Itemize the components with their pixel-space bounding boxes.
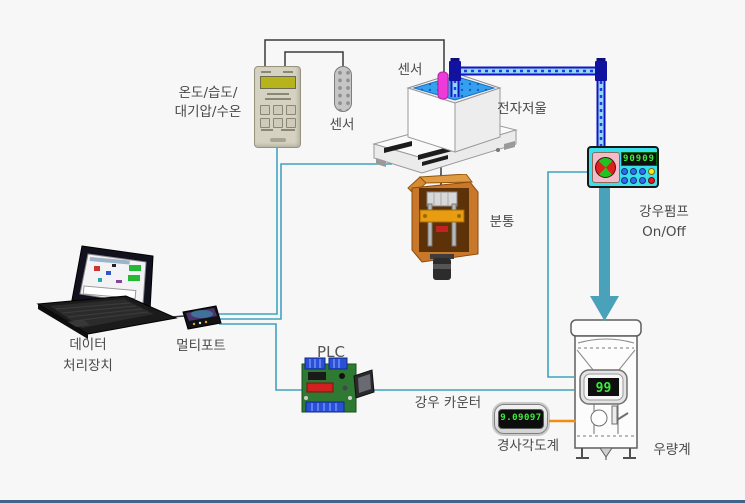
- spraybox-flap-back: [418, 174, 473, 184]
- laptop-illustration: [36, 245, 178, 339]
- laptop-label: 데이터 처리장치: [49, 335, 127, 377]
- plc-capacitor-2: [342, 385, 348, 391]
- pump-label: 강우펌프 On/Off: [630, 202, 698, 242]
- pump-controller-display: 90909: [621, 152, 657, 166]
- plc-serial-face: [358, 374, 371, 393]
- raingauge-inner-rim: [577, 338, 635, 344]
- plc-terminal-blocks: [304, 357, 348, 413]
- raingauge-tipping-bucket: [590, 404, 629, 434]
- raingauge-display-value: 99: [596, 381, 612, 396]
- sensor-cable-tank-probe: [264, 39, 445, 80]
- data-line-scale-multiport: [219, 163, 392, 320]
- tilt-meter-device: 9.09097: [494, 404, 548, 434]
- tilt-meter-display: 9.09097: [498, 409, 544, 429]
- pump-controller-device: 90909: [587, 146, 659, 188]
- pump-valve-pad: [592, 152, 620, 183]
- laptop-label-line1: 데이터: [69, 337, 107, 353]
- raingauge-display-screen: [588, 378, 619, 396]
- handheld-meter-device: [254, 66, 301, 148]
- data-line-handheld-multiport: [219, 146, 278, 315]
- laptop-label-line2: 처리장치: [63, 358, 113, 374]
- spray-box-label: 분통: [489, 214, 515, 230]
- plc-device: [301, 357, 375, 413]
- laptop-screen-diagram-pixels: [82, 257, 141, 300]
- plc-red-label: [306, 382, 334, 393]
- laptop-front-edge: [38, 304, 88, 339]
- rain-counter-label: 강우 카운터: [414, 395, 482, 411]
- raingauge-funnel: [576, 349, 636, 391]
- multiport-device: [182, 305, 222, 330]
- multiport-sheen: [191, 310, 213, 318]
- handheld-meter-label: 온도/습도/ 대기압/수온: [166, 84, 250, 122]
- handheld-lcd: [260, 76, 296, 89]
- tilt-meter-label: 경사각도계: [496, 438, 560, 454]
- tank-sensor-label: 센서: [397, 62, 423, 78]
- raingauge-top-cap: [570, 319, 642, 337]
- scale-foot-left: [376, 158, 386, 167]
- rain-gauge-label: 우량계: [653, 442, 691, 458]
- spraybox-mechanism: [419, 191, 465, 247]
- cylinder-sensor-label: 센서: [329, 117, 355, 133]
- plc-chip: [308, 372, 326, 380]
- scale-button: [496, 148, 500, 152]
- data-line-multiport-plc-raingauge: [219, 323, 574, 391]
- handheld-label-line2: 대기압/수온: [174, 104, 242, 120]
- pump-label-line2: On/Off: [642, 224, 686, 240]
- cylinder-sensor-probe: [334, 66, 352, 112]
- pump-label-line1: 강우펌프: [639, 204, 689, 220]
- tank-sensor-probe: [437, 71, 449, 100]
- raingauge-outlet: [599, 447, 613, 458]
- spraybox-nozzle-flange: [430, 254, 454, 259]
- pump-button-row-1: [621, 168, 655, 175]
- handheld-logo: [270, 138, 286, 142]
- raingauge-legs: [576, 448, 636, 459]
- multiport-label: 멀티포트: [176, 338, 226, 354]
- plc-capacitor: [339, 373, 345, 379]
- rain-gauge-device: 99: [570, 319, 642, 460]
- handheld-keypad: [260, 105, 296, 128]
- pump-valve-indicator: [595, 157, 616, 178]
- spray-box-device: [407, 174, 479, 280]
- handheld-label-line1: 온도/습도/: [178, 85, 238, 101]
- pump-button-row-2: [621, 177, 655, 184]
- data-line-pump-raingauge: [547, 171, 588, 378]
- sensor-cable-cylinder: [284, 51, 344, 70]
- laptop-key-rows: [55, 302, 149, 322]
- electronic-scale-label: 전자저울: [497, 101, 547, 117]
- plc-label: PLC: [317, 343, 345, 361]
